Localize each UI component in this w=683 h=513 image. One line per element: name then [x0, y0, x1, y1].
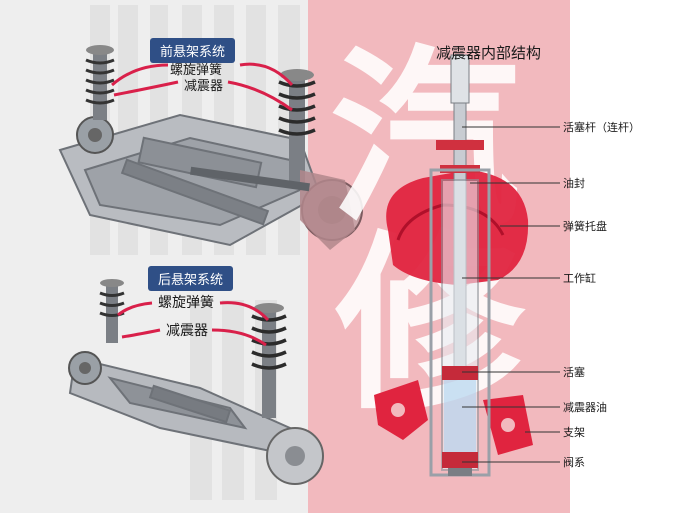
front-left-hub	[76, 116, 114, 154]
rear-spring-label: 螺旋弹簧	[158, 295, 214, 311]
front-damper-label: 减震器	[184, 79, 224, 94]
callout-damper-oil: 减震器油	[563, 401, 607, 414]
callout-piston-rod: 活塞杆（连杆）	[563, 121, 640, 134]
front-subframe	[58, 113, 322, 247]
cutaway-title: 减震器内部结构	[436, 44, 542, 62]
right-margin-background	[570, 0, 683, 513]
rear-brake-disc	[266, 427, 324, 485]
front-callout-lines	[111, 62, 294, 112]
front-suspension-illustration	[58, 45, 363, 250]
callout-bracket: 支架	[563, 426, 585, 439]
front-brake-assembly	[300, 170, 363, 250]
rear-left-strut	[99, 279, 125, 343]
damper-oil	[444, 380, 476, 460]
front-right-strut	[278, 69, 316, 185]
callout-oil-seal: 油封	[563, 177, 585, 190]
rear-left-hub	[68, 351, 102, 385]
piston	[442, 366, 478, 380]
shock-absorber-cutaway	[374, 54, 533, 477]
callout-working-cylinder: 工作缸	[563, 272, 596, 285]
callout-spring-seat: 弹簧托盘	[563, 220, 607, 233]
front-drive-shaft	[190, 166, 310, 192]
oil-seal	[436, 140, 484, 150]
rear-callout-lines	[117, 301, 270, 347]
front-spring-label: 螺旋弹簧	[170, 63, 223, 78]
rear-suspension-illustration	[68, 279, 324, 485]
rear-suspension-title: 后悬架系统	[148, 266, 234, 291]
front-suspension-title: 前悬架系统	[150, 38, 236, 63]
rear-damper-label: 减震器	[166, 323, 208, 339]
valve-system	[442, 452, 478, 468]
rear-right-strut	[251, 303, 287, 418]
callout-valve-system: 阀系	[563, 456, 585, 469]
front-left-strut	[85, 45, 115, 120]
callout-piston: 活塞	[563, 366, 585, 379]
